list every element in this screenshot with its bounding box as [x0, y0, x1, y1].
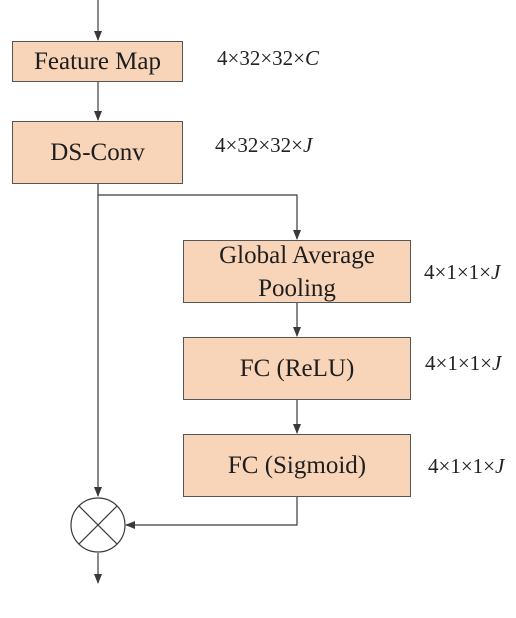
fc-sigmoid-dims: 4×1×1×J	[428, 454, 505, 478]
fc-sigmoid-box: FC (Sigmoid)	[183, 434, 411, 497]
feature-map-label: Feature Map	[33, 48, 162, 75]
fc-relu-dims: 4×1×1×J	[425, 351, 502, 375]
branch-to-gap-arrow	[98, 194, 301, 240]
ds-conv-dims: 4×32×32×J	[215, 133, 313, 157]
fc-sigmoid-to-multiply-arrow	[125, 497, 298, 529]
global-average-pooling-dims: 4×1×1×J	[424, 260, 501, 284]
elementwise-multiply-icon	[70, 497, 126, 553]
fc-relu-label: FC (ReLU)	[239, 355, 355, 382]
fc-sigmoid-label: FC (Sigmoid)	[227, 452, 367, 479]
feature-map-box: Feature Map	[12, 41, 183, 82]
ds-conv-label: DS-Conv	[50, 139, 145, 166]
global-average-pooling-label: Global Average Pooling	[219, 241, 375, 302]
feature-map-dims: 4×32×32×C	[217, 46, 320, 70]
fc-relu-box: FC (ReLU)	[183, 337, 411, 400]
global-average-pooling-box: Global Average Pooling	[183, 240, 411, 303]
ds-conv-box: DS-Conv	[12, 121, 183, 184]
